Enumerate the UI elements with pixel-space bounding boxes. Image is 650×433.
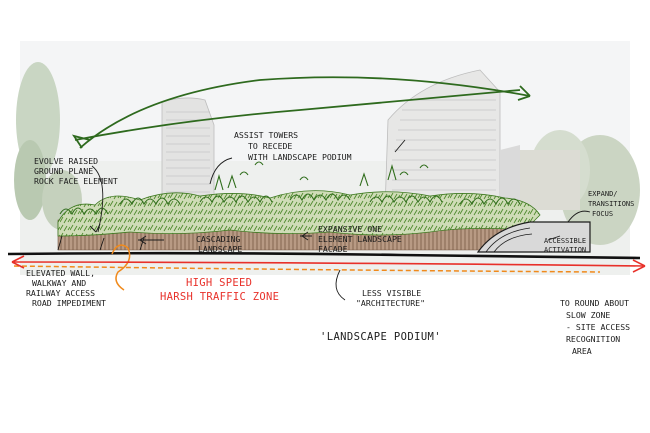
- sweep-arrow: [71, 76, 531, 149]
- note-landscape-podium: 'LANDSCAPE PODIUM': [320, 331, 441, 343]
- note-roundabout: TO ROUND ABOUT SLOW ZONE - SITE ACCESS R…: [560, 298, 635, 356]
- note-accessible-activation: ACCESSIBLE ACTIVATION: [544, 237, 590, 254]
- leader-lines: [89, 139, 591, 301]
- note-evolve-raised: EVOLVE RAISED GROUND PLANE ROCK FACE ELE…: [34, 156, 118, 186]
- right-tower: [384, 69, 520, 211]
- sky-tint: [20, 41, 630, 161]
- activation-element: [476, 221, 591, 253]
- note-assist-towers: ASSIST TOWERS TO RECEDE WITH LANDSCAPE P…: [234, 130, 352, 162]
- left-trees: [14, 62, 82, 230]
- left-tower: [161, 97, 215, 206]
- note-cascading-landscape: CASCADING LANDSCAPE: [196, 234, 245, 254]
- note-expand-transitions: EXPAND/ TRANSITIONS FOCUS: [588, 190, 639, 218]
- traffic-arrow: [11, 255, 646, 273]
- orange-curve-marker: [111, 244, 131, 291]
- note-high-speed: HIGH SPEED HARSH TRAFFIC ZONE: [160, 277, 279, 303]
- note-less-visible: LESS VISIBLE "ARCHITECTURE": [356, 288, 426, 308]
- note-elevated-wall: ELEVATED WALL, WALKWAY AND RAILWAY ACCES…: [26, 268, 106, 308]
- orange-zone-line: [13, 265, 601, 273]
- right-trees: [520, 130, 640, 245]
- note-expansive-one-element: EXPANSIVE ONE ELEMENT LANDSCAPE FACADE: [318, 224, 407, 254]
- ground-line: [7, 251, 641, 260]
- foliage-scribbles: [59, 161, 521, 216]
